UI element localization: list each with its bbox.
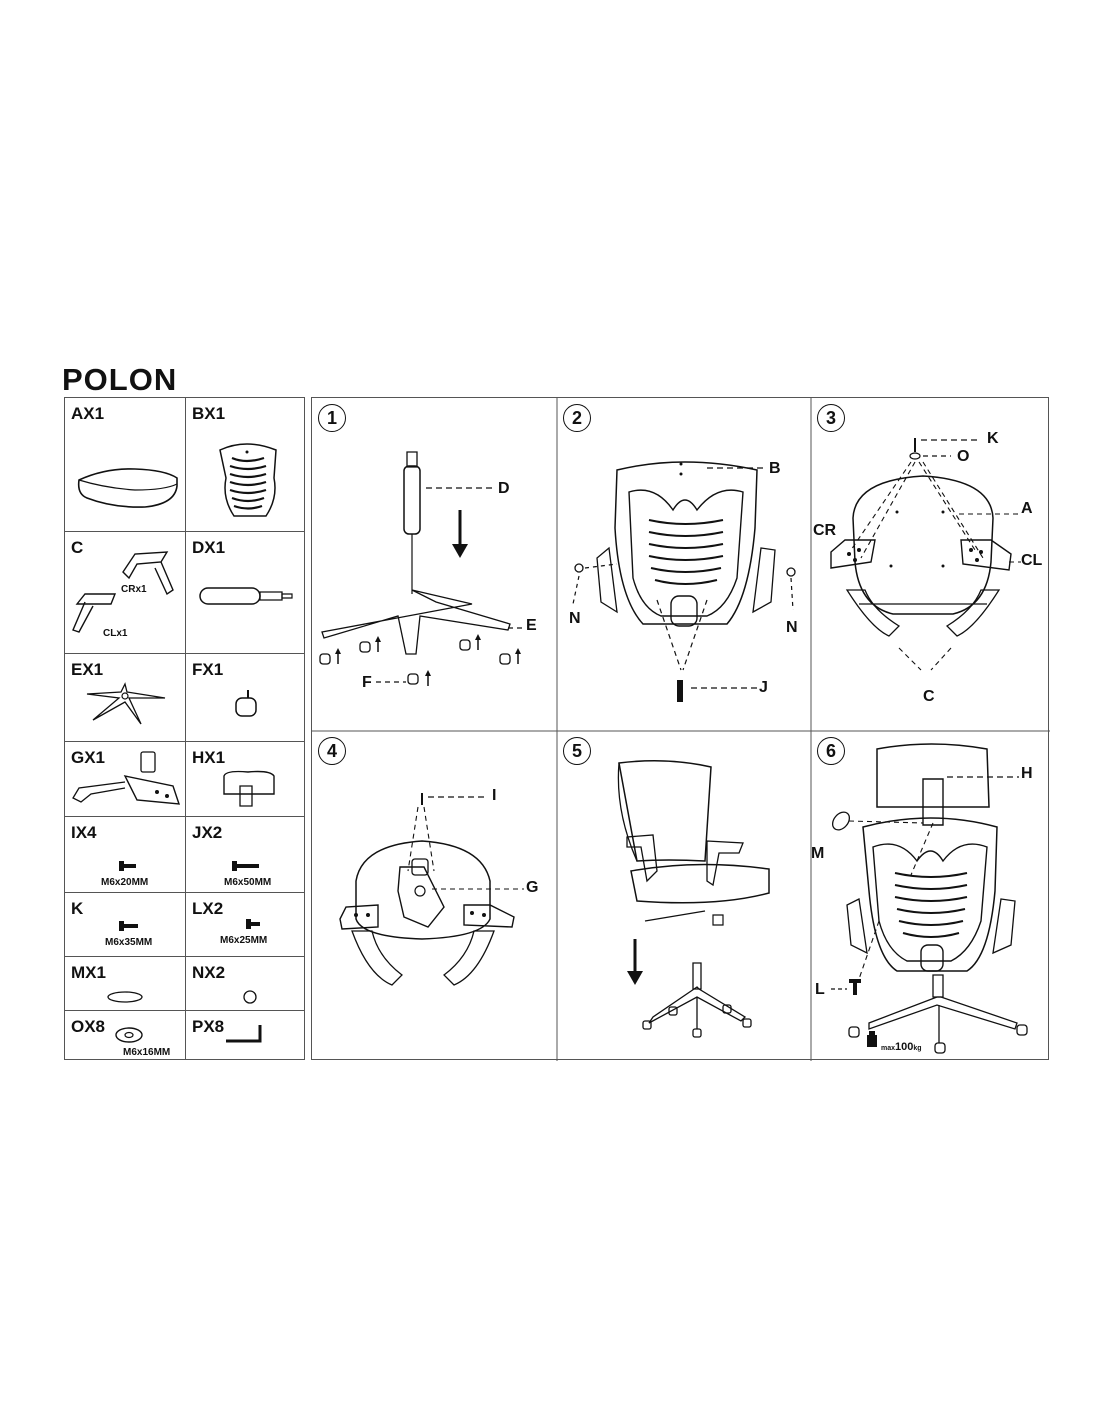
headrest-assembly-illustration xyxy=(811,731,1048,1061)
part-label: IX4 xyxy=(71,823,97,842)
label-a: A xyxy=(1021,500,1033,517)
bolt-size-label: M6x25MM xyxy=(220,935,268,946)
headrest-bracket-icon xyxy=(186,742,305,817)
label-f: F xyxy=(362,674,372,691)
part-label: K xyxy=(71,899,84,918)
label-cl: CL xyxy=(1021,552,1043,569)
allen-key-icon xyxy=(186,1011,305,1060)
bolt-icon xyxy=(232,861,259,871)
bolt-size-label: M6x50MM xyxy=(224,877,272,888)
part-jx: JX2 M6x50MM xyxy=(186,817,305,893)
part-label: NX2 xyxy=(192,963,226,982)
label-b: B xyxy=(769,460,781,477)
bolt-icon xyxy=(119,861,136,871)
base-assembly-illustration xyxy=(312,398,557,731)
seat-on-base-illustration xyxy=(557,731,811,1061)
step-5: 5 xyxy=(557,731,811,1061)
label-h: H xyxy=(1021,765,1033,782)
max-load-prefix: max xyxy=(881,1045,896,1052)
left-armrest-label: CLx1 xyxy=(103,628,128,639)
backrest-frame-icon xyxy=(186,398,305,532)
step-number: 2 xyxy=(563,404,591,432)
label-o: O xyxy=(957,448,970,465)
part-px: PX8 xyxy=(186,1011,305,1060)
right-armrest-label: CRx1 xyxy=(121,584,147,595)
label-c: C xyxy=(923,688,935,705)
max-load-value: 100 xyxy=(895,1041,914,1053)
part-hx: HX1 xyxy=(186,742,305,817)
step-number: 5 xyxy=(563,737,591,765)
label-m: M xyxy=(811,845,825,862)
washer-size-label: M6x16MM xyxy=(123,1047,171,1058)
step-number: 6 xyxy=(817,737,845,765)
part-mx: MX1 xyxy=(65,957,186,1011)
part-label: PX8 xyxy=(192,1017,225,1036)
screw-cap-icon xyxy=(186,957,305,1011)
max-load-label: max100kg xyxy=(881,1037,922,1055)
step-number: 4 xyxy=(318,737,346,765)
label-k: K xyxy=(987,430,999,447)
bolt-size-label: M6x35MM xyxy=(105,937,153,948)
part-ax: AX1 xyxy=(65,398,186,532)
armrest-pair-icon xyxy=(65,532,186,654)
bolt-icon xyxy=(119,921,138,931)
mechanism-assembly-illustration xyxy=(312,731,557,1061)
label-i: I xyxy=(492,787,497,804)
step-number: 3 xyxy=(817,404,845,432)
seat-cushion-icon xyxy=(65,398,186,532)
armrest-assembly-illustration xyxy=(811,398,1048,731)
step-2: 2 B N N J xyxy=(557,398,811,731)
part-label: C xyxy=(71,538,84,557)
part-label: HX1 xyxy=(192,748,226,767)
part-fx: FX1 xyxy=(186,654,305,742)
step-6: 6 xyxy=(811,731,1048,1061)
part-label: OX8 xyxy=(71,1017,106,1036)
step-grid-lines xyxy=(312,398,1050,1061)
part-label: LX2 xyxy=(192,899,224,918)
cap-icon xyxy=(65,957,186,1011)
part-ix: IX4 M6x20MM xyxy=(65,817,186,893)
star-base-icon xyxy=(65,654,186,742)
part-ox: OX8 M6x16MM xyxy=(65,1011,186,1060)
step-4: 4 I G xyxy=(312,731,557,1061)
label-cr: CR xyxy=(813,522,837,539)
part-label: DX1 xyxy=(192,538,226,557)
part-bx: BX1 xyxy=(186,398,305,532)
label-n-left: N xyxy=(569,610,581,627)
part-label: MX1 xyxy=(71,963,106,982)
part-dx: DX1 xyxy=(186,532,305,654)
label-e: E xyxy=(526,617,537,634)
step-3: 3 K xyxy=(811,398,1048,731)
part-label: GX1 xyxy=(71,748,106,767)
part-nx: NX2 xyxy=(186,957,305,1011)
label-l: L xyxy=(815,981,825,998)
part-label: JX2 xyxy=(192,823,223,842)
label-d: D xyxy=(498,480,510,497)
part-label: BX1 xyxy=(192,404,226,423)
washer-icon xyxy=(65,1011,186,1060)
part-k: K M6x35MM xyxy=(65,893,186,957)
page-title: POLON xyxy=(62,362,178,397)
step-1: 1 xyxy=(312,398,557,731)
bolt-size-label: M6x20MM xyxy=(101,877,149,888)
part-lx: LX2 M6x25MM xyxy=(186,893,305,957)
backrest-assembly-illustration xyxy=(557,398,811,702)
part-label: EX1 xyxy=(71,660,104,679)
label-n-right: N xyxy=(786,619,798,636)
part-label: FX1 xyxy=(192,660,224,679)
label-g: G xyxy=(526,879,539,896)
bolt-icon xyxy=(246,919,260,929)
caster-wheel-icon xyxy=(186,654,305,742)
part-ex: EX1 xyxy=(65,654,186,742)
gas-lift-icon xyxy=(186,532,305,654)
parts-list: AX1 BX1 C CRx1 CLx1 DX1 xyxy=(64,397,305,1060)
step-number: 1 xyxy=(318,404,346,432)
max-load-unit: kg xyxy=(913,1045,922,1052)
label-j: J xyxy=(759,679,768,696)
part-label: AX1 xyxy=(71,404,105,423)
assembly-steps: 1 xyxy=(311,397,1049,1060)
part-c: C CRx1 CLx1 xyxy=(65,532,186,654)
part-gx: GX1 xyxy=(65,742,186,817)
mechanism-plate-icon xyxy=(65,742,186,817)
